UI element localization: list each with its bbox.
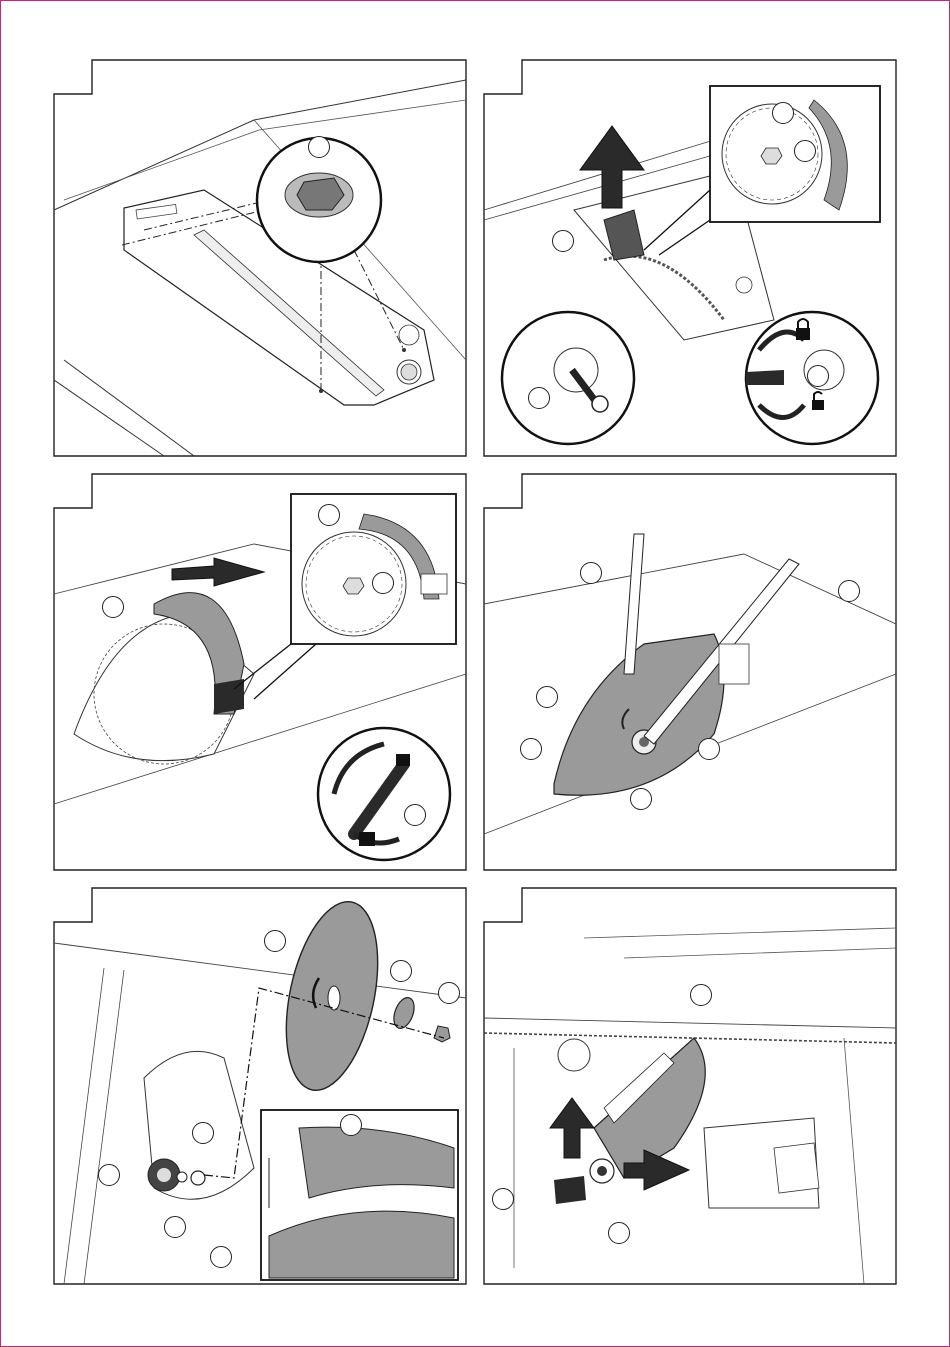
figure-1-callout-1 [308,136,330,158]
figure-1-drawing [54,60,467,457]
figure-5-callout-1 [264,930,286,952]
figure-5-callout-2 [390,960,412,982]
figure-2-callout-5 [807,365,829,387]
figure-4-callout-5 [698,738,720,760]
figure-4-callout-4 [520,738,542,760]
figure-3-panel [54,474,467,871]
figure-3-callout-4 [404,804,426,826]
figure-5-callout-5 [98,1164,120,1186]
figure-6-number [486,892,522,916]
lock-closed-icon [796,328,810,340]
figure-5-panel [54,888,467,1285]
figure-2-callout-2 [772,102,794,124]
figure-2-callout-3 [794,140,816,162]
figure-5-callout-6 [164,1216,186,1238]
figure-1-panel [54,60,467,457]
figure-3-callout-2 [318,504,340,526]
figure-3-callout-1 [102,596,124,618]
figure-3-number [56,478,92,502]
figure-2-callout-4 [528,387,550,409]
figure-5-callout-4 [192,1122,214,1144]
figure-2-callout-1 [552,230,574,252]
figure-2-panel [484,60,897,457]
figure-6-drawing [484,888,897,1285]
figure-6-callout-1 [690,984,712,1006]
figure-6-callout-3 [608,1222,630,1244]
figure-2-number [486,64,522,88]
figure-4-callout-3 [536,686,558,708]
figure-1-number [56,64,92,88]
lock-open-icon [812,400,824,410]
figure-4-number [486,478,522,502]
figure-3-callout-3 [372,572,394,594]
figure-4-callout-2 [838,580,860,602]
figure-6-panel [484,888,897,1285]
figure-6-callout-2 [492,1188,514,1210]
figure-4-panel [484,474,897,871]
figure-5-callout-8 [210,1246,232,1268]
figure-4-callout-1 [580,562,602,584]
figure-5-drawing [54,888,467,1285]
figure-4-callout-6 [630,788,652,810]
figure-4-drawing [484,474,897,871]
figure-5-callout-3 [438,982,460,1004]
figure-5-callout-7 [340,1114,362,1136]
figure-5-number [56,892,92,916]
